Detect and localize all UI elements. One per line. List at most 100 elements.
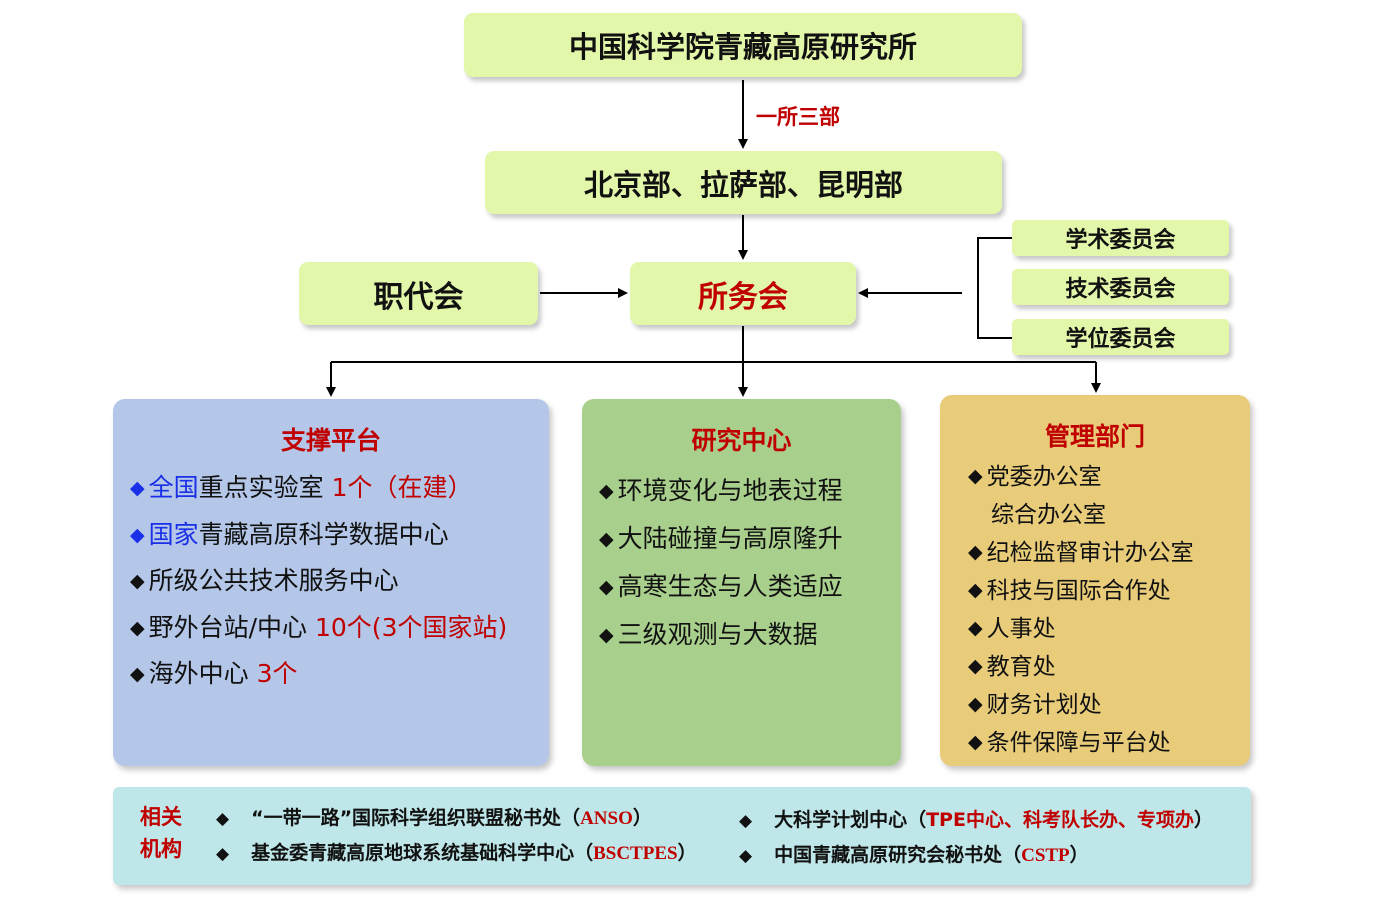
- diamond-icon: ◆: [968, 465, 983, 487]
- related-item-cstp: ◆ 中国青藏高原研究会秘书处（CSTP）: [739, 840, 1089, 867]
- support-title: 支撑平台: [280, 426, 381, 455]
- diamond-icon: ◆: [968, 731, 983, 753]
- item-text: 大陆碰撞与高原隆升: [617, 524, 843, 553]
- item-text: 高寒生态与人类适应: [617, 572, 843, 601]
- item-text: 党委办公室: [986, 464, 1102, 490]
- support-item: ◆所级公共技术服务中心: [130, 561, 399, 597]
- item-text: 三级观测与大数据: [617, 620, 818, 649]
- union-box: 职代会: [299, 262, 538, 325]
- related-item-bsctpes: ◆ 基金委青藏高原地球系统基础科学中心（BSCTPES）: [216, 838, 697, 865]
- diamond-icon: ◆: [739, 846, 753, 866]
- item-text: 人事处: [986, 616, 1056, 642]
- related-text: 大科学计划中心（: [774, 809, 927, 831]
- committee-label: 学位委员会: [1065, 327, 1176, 352]
- support-item: ◆国家青藏高原科学数据中心: [130, 515, 449, 551]
- item-text: 财务计划处: [986, 692, 1102, 718]
- council-text: 所务会: [698, 279, 788, 315]
- diamond-icon: ◆: [130, 570, 145, 592]
- management-item: ◆条件保障与平台处: [968, 723, 1171, 757]
- diamond-icon: ◆: [130, 524, 145, 546]
- diamond-icon: ◆: [599, 576, 614, 598]
- branches-text: 北京部、拉萨部、昆明部: [583, 167, 903, 202]
- support-item: ◆野外台站/中心 10个(3个国家站): [130, 608, 507, 644]
- item-text: 科技与国际合作处: [986, 578, 1171, 604]
- diamond-icon: ◆: [130, 477, 145, 499]
- item-text: 教育处: [986, 654, 1056, 680]
- related-label: 相关 机构: [140, 801, 182, 865]
- related-abbr: BSCTPES: [593, 843, 678, 864]
- council-box: 所务会: [630, 262, 856, 325]
- management-panel: 管理部门 ◆党委办公室 综合办公室 ◆纪检监督审计办公室 ◆科技与国际合作处 ◆…: [940, 395, 1250, 766]
- management-item: ◆人事处: [968, 609, 1056, 643]
- management-item: ◆财务计划处: [968, 685, 1102, 719]
- committee-label: 技术委员会: [1065, 277, 1176, 302]
- diamond-icon: ◆: [968, 655, 983, 677]
- related-item-anso: ◆ “一带一路”国际科学组织联盟秘书处（ANSO）: [216, 803, 652, 830]
- committee-degree: 学位委员会: [1012, 319, 1229, 355]
- diamond-icon: ◆: [216, 844, 230, 864]
- item-text: 综合办公室: [991, 502, 1106, 528]
- related-text: 基金委青藏高原地球系统基础科学中心（: [251, 842, 594, 864]
- related-institutions-band: [113, 787, 1251, 885]
- diamond-icon: ◆: [130, 617, 145, 639]
- item-text: 重点实验室: [198, 473, 332, 502]
- diamond-icon: ◆: [599, 624, 614, 646]
- committee-academic: 学术委员会: [1012, 220, 1229, 256]
- item-suffix: 1个（在建）: [331, 473, 473, 502]
- support-item: ◆海外中心 3个: [130, 654, 297, 690]
- related-abbr: CSTP: [1021, 845, 1070, 866]
- item-text: 野外台站/中心: [148, 613, 315, 642]
- item-prefix: 国家: [148, 520, 199, 549]
- item-prefix: 全国: [148, 473, 199, 502]
- management-item: 综合办公室: [991, 495, 1106, 529]
- research-item: ◆三级观测与大数据: [599, 615, 818, 651]
- institute-box: 中国科学院青藏高原研究所: [464, 13, 1022, 77]
- support-item: ◆全国重点实验室 1个（在建）: [130, 468, 473, 504]
- research-item: ◆环境变化与地表过程: [599, 471, 843, 507]
- related-close: ）: [1193, 809, 1213, 831]
- research-panel: 研究中心 ◆环境变化与地表过程 ◆大陆碰撞与高原隆升 ◆高寒生态与人类适应 ◆三…: [582, 399, 901, 766]
- branches-box: 北京部、拉萨部、昆明部: [485, 151, 1002, 214]
- management-item: ◆党委办公室: [968, 457, 1102, 491]
- related-abbr: TPE中心、科考队长办、专项办: [926, 809, 1194, 831]
- related-item-tpe: ◆ 大科学计划中心（TPE中心、科考队长办、专项办）: [739, 805, 1213, 832]
- committee-technical: 技术委员会: [1012, 269, 1229, 305]
- research-title: 研究中心: [691, 426, 792, 455]
- diamond-icon: ◆: [739, 811, 753, 831]
- item-text: 环境变化与地表过程: [617, 476, 843, 505]
- committee-label: 学术委员会: [1065, 228, 1176, 253]
- management-item: ◆科技与国际合作处: [968, 571, 1171, 605]
- item-text: 海外中心: [148, 659, 257, 688]
- diamond-icon: ◆: [968, 579, 983, 601]
- diamond-icon: ◆: [968, 693, 983, 715]
- related-abbr: ANSO: [580, 808, 633, 829]
- item-text: 条件保障与平台处: [986, 730, 1171, 756]
- diamond-icon: ◆: [968, 541, 983, 563]
- related-close: ）: [677, 842, 697, 864]
- support-panel: 支撑平台 ◆全国重点实验室 1个（在建） ◆国家青藏高原科学数据中心 ◆所级公共…: [113, 399, 549, 766]
- institute-name: 中国科学院青藏高原研究所: [568, 30, 917, 64]
- related-label-line2: 机构: [140, 837, 182, 861]
- diamond-icon: ◆: [216, 809, 230, 829]
- related-close: ）: [1069, 844, 1089, 866]
- item-suffix: 3个: [256, 659, 298, 688]
- diamond-icon: ◆: [599, 528, 614, 550]
- related-text: 中国青藏高原研究会秘书处（: [774, 844, 1022, 866]
- arrow-label: 一所三部: [756, 105, 840, 129]
- related-text: “一带一路”国际科学组织联盟秘书处（: [251, 807, 581, 829]
- related-close: ）: [632, 807, 652, 829]
- management-title: 管理部门: [1044, 422, 1145, 451]
- diamond-icon: ◆: [968, 617, 983, 639]
- diamond-icon: ◆: [599, 480, 614, 502]
- research-item: ◆大陆碰撞与高原隆升: [599, 519, 843, 555]
- item-text: 纪检监督审计办公室: [986, 540, 1194, 566]
- diamond-icon: ◆: [130, 663, 145, 685]
- committee-bracket: [977, 237, 1012, 339]
- management-item: ◆纪检监督审计办公室: [968, 533, 1194, 567]
- union-text: 职代会: [373, 279, 464, 315]
- item-text: 青藏高原科学数据中心: [198, 520, 449, 549]
- item-suffix: 10个(3个国家站): [315, 613, 508, 642]
- related-label-line1: 相关: [140, 805, 182, 829]
- management-item: ◆教育处: [968, 647, 1056, 681]
